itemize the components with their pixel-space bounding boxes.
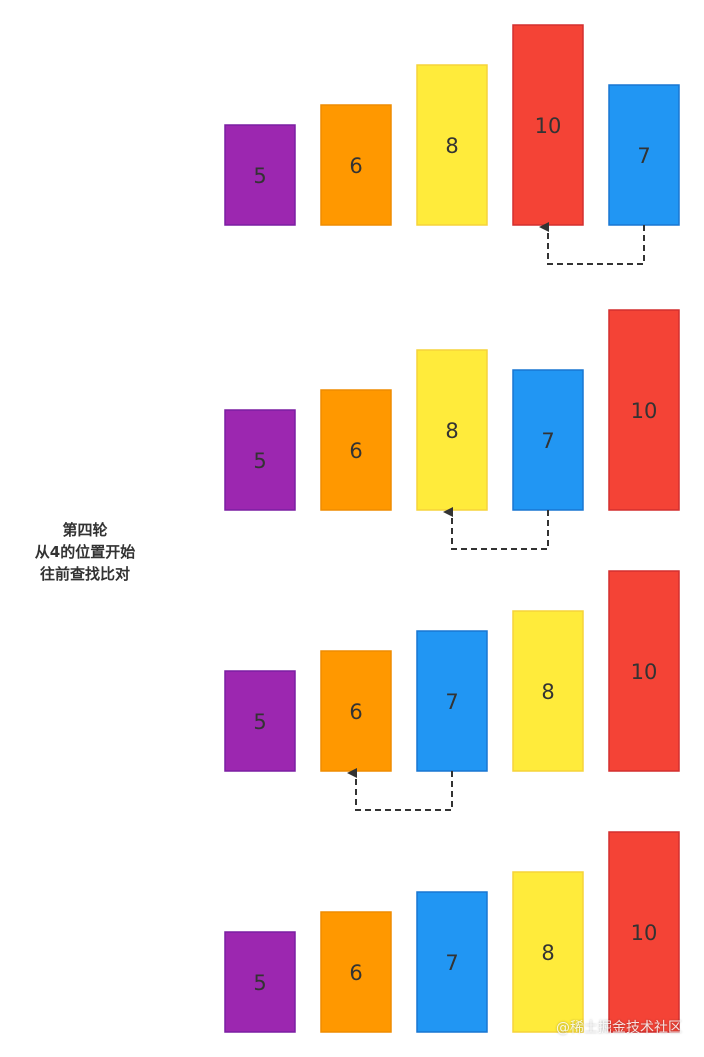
sort-step-row: 5 6 8 7 10 xyxy=(224,309,680,550)
value-bar xyxy=(608,309,680,511)
value-bar xyxy=(224,931,296,1033)
round-caption: 第四轮 从4的位置开始 往前查找比对 xyxy=(0,519,170,585)
bar-value-label: 6 xyxy=(349,700,362,724)
bar-value-label: 5 xyxy=(253,164,266,188)
bar-value-label: 5 xyxy=(253,710,266,734)
watermark: @稀土掘金技术社区 xyxy=(556,1020,682,1036)
value-bar xyxy=(416,64,488,226)
value-bar xyxy=(416,630,488,772)
sort-step-row: 5 6 7 8 10 xyxy=(224,570,680,811)
bar-value-label: 6 xyxy=(349,154,362,178)
value-bar xyxy=(320,104,392,226)
bar-value-label: 8 xyxy=(445,419,458,443)
bar-value-label: 7 xyxy=(541,429,554,453)
bar-value-label: 8 xyxy=(541,941,554,965)
value-bar xyxy=(512,610,584,772)
bar-value-label: 8 xyxy=(445,134,458,158)
compare-arrow xyxy=(443,507,549,550)
value-bar xyxy=(608,84,680,226)
value-bar xyxy=(224,670,296,772)
value-bar xyxy=(512,871,584,1033)
caption-line-2: 从4的位置开始 xyxy=(34,543,136,561)
bar-value-label: 5 xyxy=(253,449,266,473)
bar-value-label: 10 xyxy=(631,921,658,945)
bar-value-label: 10 xyxy=(535,114,562,138)
sort-step-row: 5 6 8 10 7 xyxy=(224,24,680,265)
value-bar xyxy=(224,409,296,511)
value-bar xyxy=(416,349,488,511)
value-bar xyxy=(608,831,680,1033)
value-bar xyxy=(320,389,392,511)
bar-value-label: 7 xyxy=(637,144,650,168)
value-bar xyxy=(608,570,680,772)
caption-line-3: 往前查找比对 xyxy=(39,565,130,583)
value-bar xyxy=(416,891,488,1033)
value-bar xyxy=(512,369,584,511)
compare-arrow xyxy=(347,768,453,811)
bar-value-label: 7 xyxy=(445,690,458,714)
bar-value-label: 10 xyxy=(631,660,658,684)
bar-value-label: 5 xyxy=(253,971,266,995)
value-bar xyxy=(224,124,296,226)
bar-value-label: 10 xyxy=(631,399,658,423)
value-bar xyxy=(320,650,392,772)
caption-line-1: 第四轮 xyxy=(62,521,108,539)
bar-value-label: 7 xyxy=(445,951,458,975)
bar-value-label: 8 xyxy=(541,680,554,704)
compare-arrow xyxy=(539,222,645,265)
bar-value-label: 6 xyxy=(349,439,362,463)
bar-value-label: 6 xyxy=(349,961,362,985)
value-bar xyxy=(512,24,584,226)
value-bar xyxy=(320,911,392,1033)
sort-step-row: 5 6 7 8 10 xyxy=(224,831,680,1033)
